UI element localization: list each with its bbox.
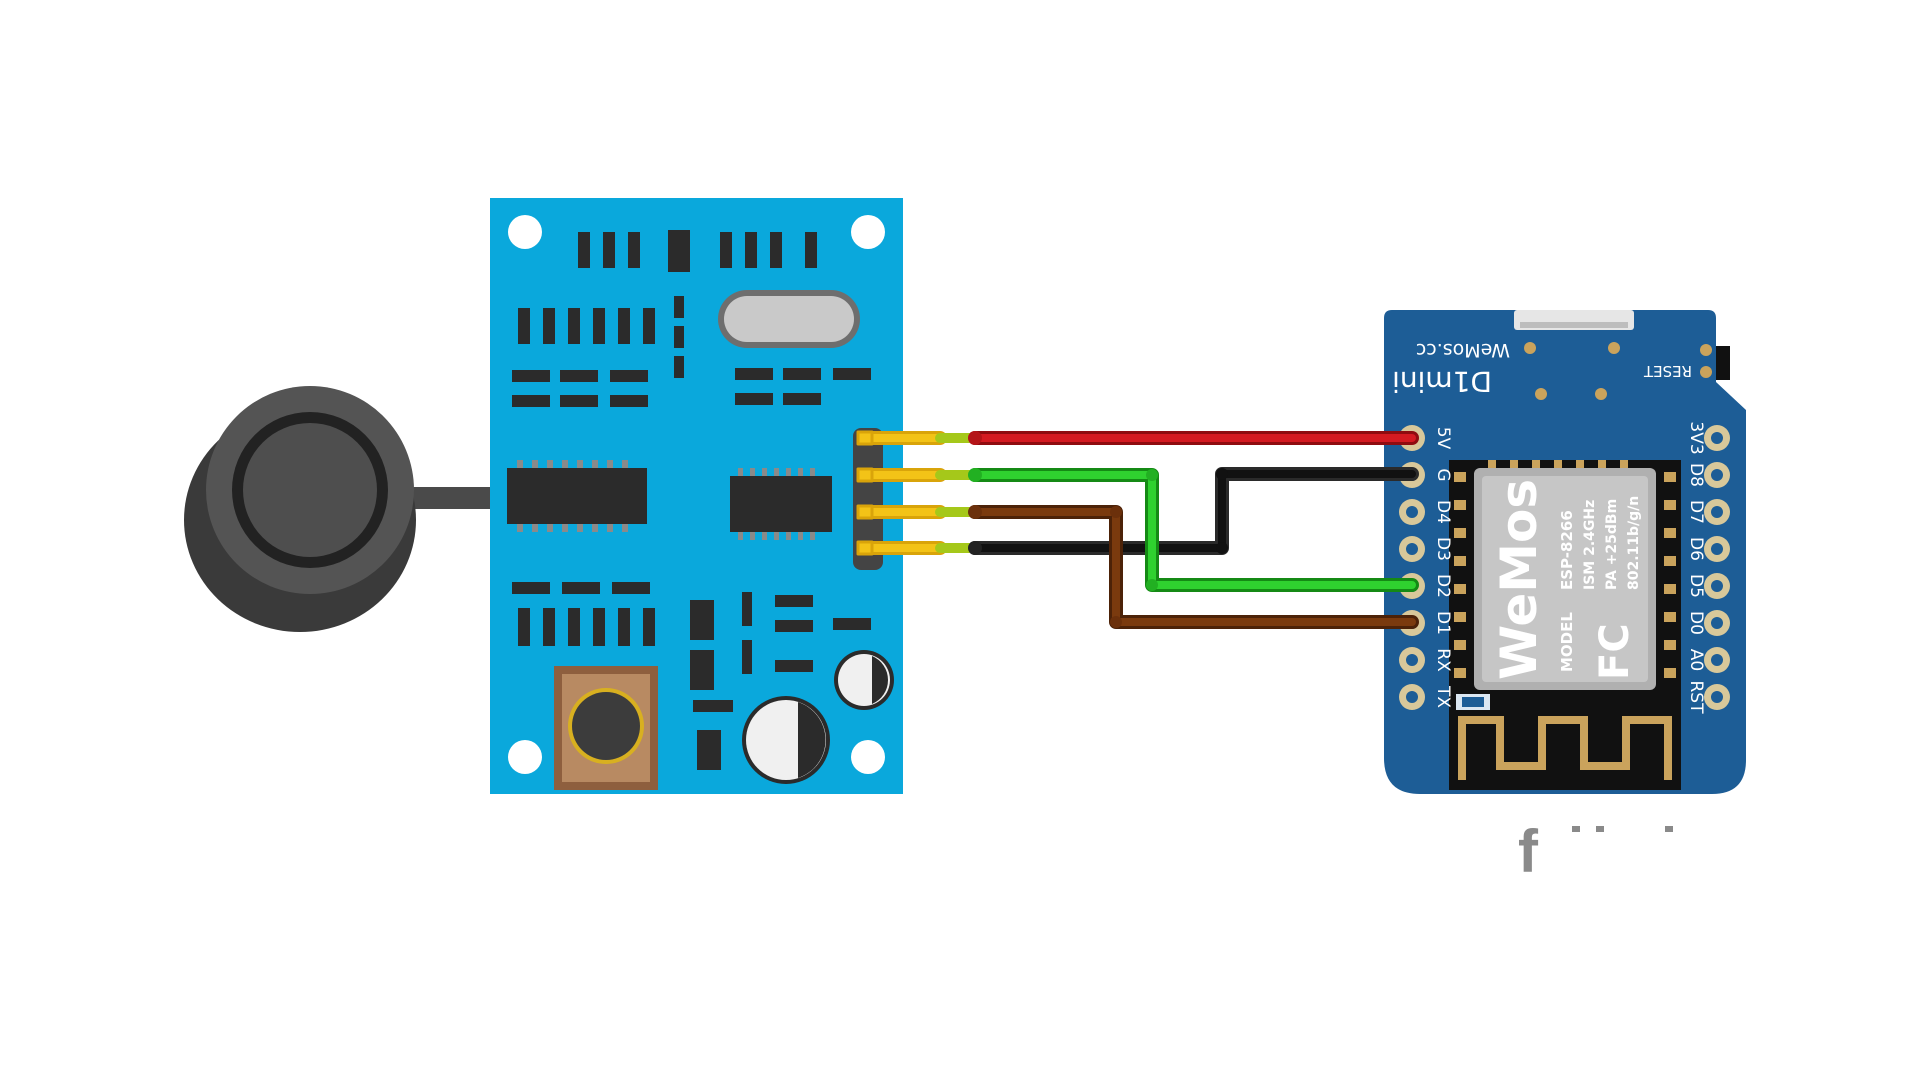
reset-button <box>1716 346 1730 380</box>
chip-logo: WeMos <box>1490 479 1548 680</box>
right-pin-label: 3V3 <box>1686 421 1706 454</box>
right-pin-label: RST <box>1686 681 1706 715</box>
right-pin-label: D8 <box>1686 463 1706 487</box>
sensor-module-board <box>490 198 903 794</box>
chip-spec-2: PA +25dBm <box>1604 499 1620 590</box>
footer-partial-text: f <box>1518 818 1539 885</box>
footer-partial-marks <box>1572 826 1673 832</box>
wire-green <box>968 468 1419 592</box>
sensor-pin-header <box>853 428 883 570</box>
chip-spec-3: 802.11b/g/n <box>1626 496 1642 590</box>
capacitor-small <box>834 650 894 710</box>
wemos-brand-label: WeMos.cc <box>1416 339 1510 361</box>
left-pin-label: D3 <box>1433 537 1453 561</box>
right-pin-label: D6 <box>1686 537 1706 561</box>
left-pin-label: D2 <box>1433 574 1453 598</box>
chip-spec-1: ISM 2.4GHz <box>1582 500 1598 590</box>
right-pin-label: D7 <box>1686 500 1706 524</box>
right-pin-label: D0 <box>1686 611 1706 635</box>
right-pin-label: D5 <box>1686 574 1706 598</box>
left-pin-label: G <box>1433 468 1453 481</box>
antenna-trace <box>1458 716 1672 780</box>
ultrasonic-probe <box>184 386 495 632</box>
wires <box>856 430 1419 629</box>
right-pin-label: A0 <box>1686 649 1706 671</box>
smd-components <box>512 230 871 770</box>
push-button <box>554 666 658 790</box>
left-pin-label: RX <box>1433 648 1453 672</box>
chip-cert: FC <box>1592 623 1638 680</box>
wire-brown <box>968 505 1419 629</box>
left-pin-label: 5V <box>1433 427 1453 450</box>
esp8266-module: WeMos MODEL ESP-8266 ISM 2.4GHz PA +25dB… <box>1449 460 1681 790</box>
wemos-d1-mini-board: WeMos.cc D1mini RESET WeMos MODEL ESP-82… <box>1384 310 1746 794</box>
chip-model-name: ESP-8266 <box>1558 510 1576 590</box>
left-pin-label: TX <box>1433 685 1453 708</box>
wemos-model-label: D1mini <box>1392 365 1492 398</box>
reset-label: RESET <box>1643 362 1692 380</box>
right-pin-holes <box>1704 425 1730 710</box>
ic-chip-right <box>730 468 832 540</box>
left-pin-label: D4 <box>1433 500 1453 524</box>
left-pin-label: D1 <box>1433 611 1453 635</box>
chip-model-label: MODEL <box>1558 612 1576 672</box>
ic-chip-left <box>507 460 647 532</box>
capacitor-large <box>742 696 830 784</box>
